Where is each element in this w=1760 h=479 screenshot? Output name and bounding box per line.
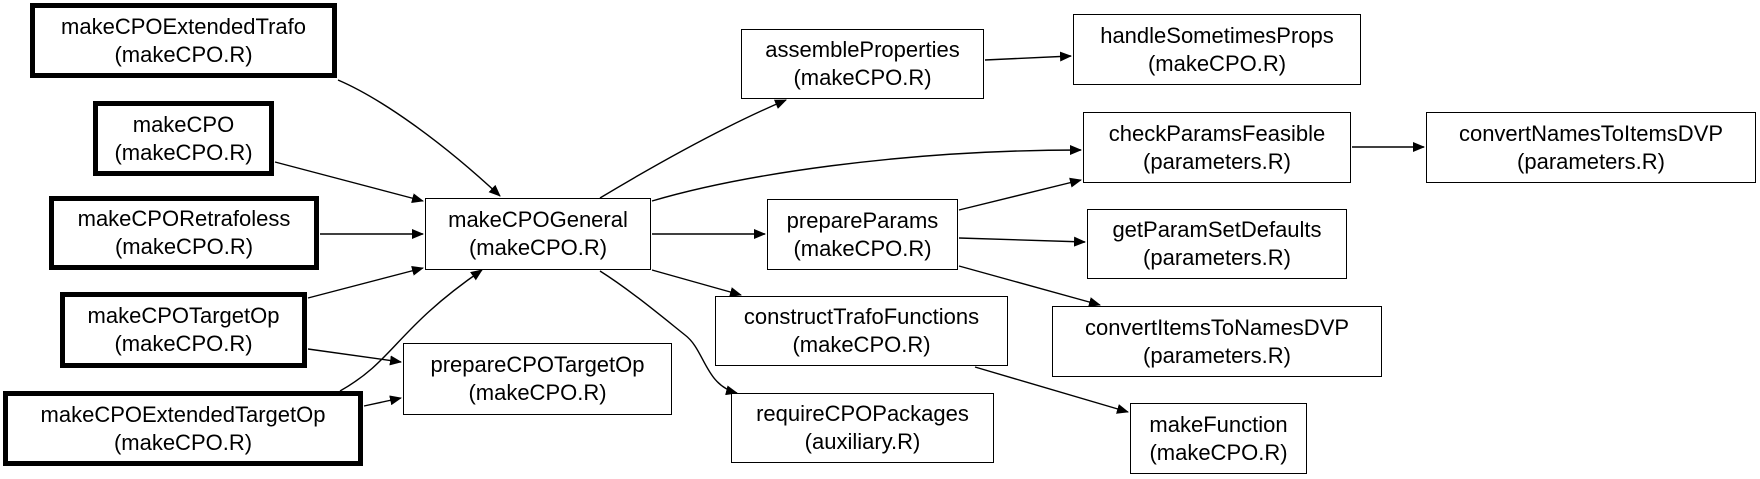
node-makeCPOGeneral[interactable]: makeCPOGeneral (makeCPO.R)	[425, 198, 651, 270]
node-constructTrafoFunctions[interactable]: constructTrafoFunctions (makeCPO.R)	[715, 296, 1008, 366]
node-file: (parameters.R)	[1517, 148, 1665, 174]
node-file: (makeCPO.R)	[1149, 439, 1288, 465]
node-name: handleSometimesProps	[1100, 22, 1334, 48]
node-name: prepareParams	[786, 207, 939, 233]
node-name: convertNamesToItemsDVP	[1458, 120, 1724, 146]
edge-constructTrafoFunctions-to-makeFunction	[974, 366, 1129, 414]
node-makeFunction[interactable]: makeFunction (makeCPO.R)	[1130, 403, 1307, 474]
node-getParamSetDefaults[interactable]: getParamSetDefaults (parameters.R)	[1087, 209, 1347, 279]
node-makeCPOExtendedTrafo[interactable]: makeCPOExtendedTrafo (makeCPO.R)	[30, 3, 337, 78]
node-file: (makeCPO.R)	[793, 235, 932, 261]
edge-makeCPOExtendedTargetOp-to-makeCPOGeneral	[339, 269, 483, 392]
node-file: (makeCPO.R)	[1147, 50, 1287, 76]
node-convertItemsToNamesDVP[interactable]: convertItemsToNamesDVP (parameters.R)	[1052, 306, 1382, 377]
node-handleSometimesProps[interactable]: handleSometimesProps (makeCPO.R)	[1073, 14, 1361, 85]
edge-makeCPOExtendedTargetOp-to-prepareCPOTargetOp	[363, 395, 402, 407]
node-name: constructTrafoFunctions	[743, 304, 980, 329]
node-file: (parameters.R)	[1143, 245, 1291, 270]
node-name: makeCPORetrafoless	[77, 206, 291, 231]
node-file: (auxiliary.R)	[804, 429, 921, 454]
edge-makeCPOTargetOp-to-makeCPOGeneral	[307, 265, 424, 299]
edge-makeCPOTargetOp-to-prepareCPOTargetOp	[307, 348, 402, 366]
edge-makeCPOGeneral-to-constructTrafoFunctions	[651, 269, 742, 297]
node-assembleProperties[interactable]: assembleProperties (makeCPO.R)	[741, 29, 984, 99]
node-name: makeFunction	[1149, 411, 1288, 437]
node-name: requireCPOPackages	[756, 401, 969, 426]
edge-makeCPO-to-makeCPOGeneral	[274, 161, 424, 204]
node-file: (makeCPO.R)	[113, 429, 253, 455]
node-name: makeCPO	[132, 111, 235, 137]
node-file: (parameters.R)	[1143, 148, 1291, 174]
node-file: (makeCPO.R)	[468, 235, 608, 260]
node-name: checkParamsFeasible	[1108, 120, 1326, 146]
node-name: makeCPOGeneral	[448, 207, 628, 232]
node-requireCPOPackages[interactable]: requireCPOPackages (auxiliary.R)	[731, 393, 994, 463]
node-prepareCPOTargetOp[interactable]: prepareCPOTargetOp (makeCPO.R)	[403, 343, 672, 415]
node-file: (makeCPO.R)	[468, 380, 607, 405]
node-name: convertItemsToNamesDVP	[1084, 314, 1350, 340]
node-file: (makeCPO.R)	[114, 331, 253, 356]
node-makeCPOExtendedTargetOp[interactable]: makeCPOExtendedTargetOp (makeCPO.R)	[3, 391, 363, 466]
edge-makeCPOGeneral-to-requireCPOPackages	[599, 270, 738, 396]
edge-makeCPOExtendedTrafo-to-makeCPOGeneral	[337, 79, 501, 197]
edge-makeCPOGeneral-to-checkParamsFeasible	[651, 145, 1082, 202]
node-name: makeCPOExtendedTargetOp	[40, 401, 326, 427]
node-prepareParams[interactable]: prepareParams (makeCPO.R)	[767, 199, 958, 270]
node-makeCPORetrafoless[interactable]: makeCPORetrafoless (makeCPO.R)	[49, 196, 319, 270]
edge-prepareParams-to-convertItemsToNamesDVP	[958, 265, 1101, 307]
edge-assembleProperties-to-handleSometimesProps	[984, 51, 1072, 62]
node-file: (makeCPO.R)	[114, 234, 254, 259]
edge-makeCPOGeneral-to-assembleProperties	[599, 99, 787, 199]
node-convertNamesToItemsDVP[interactable]: convertNamesToItemsDVP (parameters.R)	[1426, 112, 1756, 183]
node-file: (parameters.R)	[1143, 342, 1291, 368]
node-file: (makeCPO.R)	[792, 332, 931, 357]
node-makeCPOTargetOp[interactable]: makeCPOTargetOp (makeCPO.R)	[60, 292, 307, 368]
edge-prepareParams-to-checkParamsFeasible	[958, 177, 1082, 211]
node-file: (makeCPO.R)	[793, 65, 932, 90]
node-name: makeCPOTargetOp	[87, 303, 280, 328]
edge-prepareParams-to-getParamSetDefaults	[958, 236, 1086, 247]
node-name: makeCPOExtendedTrafo	[61, 13, 306, 39]
node-name: prepareCPOTargetOp	[430, 352, 645, 377]
node-name: assembleProperties	[765, 37, 960, 62]
node-name: getParamSetDefaults	[1112, 217, 1322, 242]
node-file: (makeCPO.R)	[114, 139, 253, 165]
node-makeCPO[interactable]: makeCPO (makeCPO.R)	[93, 101, 274, 176]
node-checkParamsFeasible[interactable]: checkParamsFeasible (parameters.R)	[1083, 112, 1351, 183]
node-file: (makeCPO.R)	[114, 41, 253, 67]
